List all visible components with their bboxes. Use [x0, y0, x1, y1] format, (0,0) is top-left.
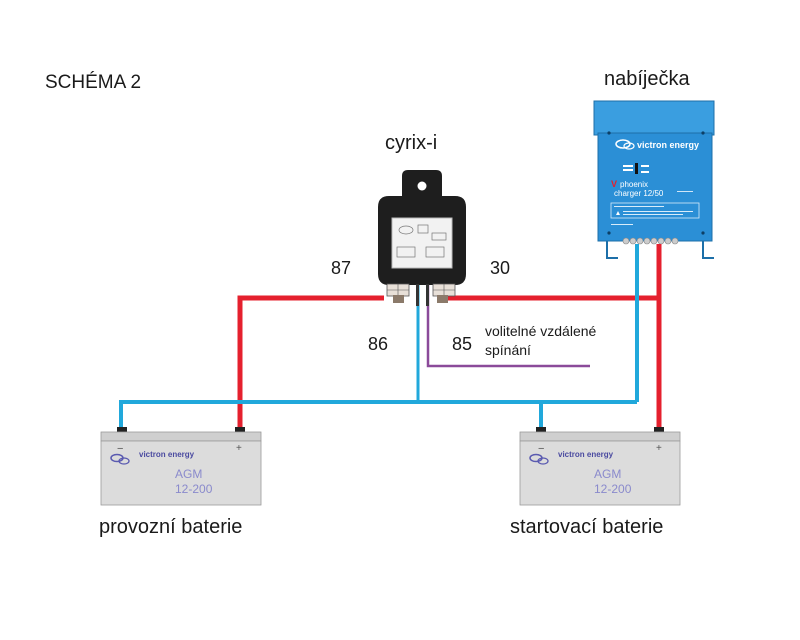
wire-87-to-house-positive: [237, 295, 384, 432]
relay-schematic-icon: [398, 225, 414, 235]
start-battery: − + victron energy AGM 12-200: [519, 427, 681, 506]
battery-type: AGM: [175, 467, 202, 481]
plus-sign: +: [656, 443, 662, 454]
charger-brand: victron energy: [637, 140, 699, 150]
charger-label: nabíječka: [604, 68, 690, 90]
charger-model-line1: phoenix: [620, 180, 648, 189]
charger-screw: [701, 131, 705, 135]
victron-logo-icon: [615, 139, 635, 150]
relay-schematic-icon: [431, 232, 447, 241]
terminal-30-label: 30: [490, 258, 511, 278]
warning-icon: [616, 211, 620, 215]
relay-schematic-icon: [396, 246, 416, 258]
charger-model-line2: charger 12/50: [614, 189, 664, 198]
victron-logo-icon: [110, 453, 130, 465]
wires: [119, 244, 662, 432]
battery-rating: 12-200: [594, 482, 632, 496]
charger-body: [597, 132, 713, 242]
charger-terminal-block: [622, 237, 679, 245]
charger-screw: [701, 231, 705, 235]
charger-device: victron energy V phoenix charger 12/50: [593, 100, 715, 259]
terminal-30: [432, 283, 456, 303]
charger-warning-box: [610, 202, 700, 219]
charger-top-cover: [593, 100, 715, 136]
minus-sign: −: [117, 443, 123, 455]
battery-lid: [100, 431, 262, 442]
battery-positive-post: [654, 427, 664, 434]
minus-sign: −: [538, 443, 544, 455]
house-battery-label: provozní baterie: [99, 516, 243, 538]
terminal-87-label: 87: [331, 258, 352, 278]
charger-warning-text: [614, 206, 664, 207]
wire-85-remote: [426, 285, 590, 368]
battery-positive-post: [235, 427, 245, 434]
charger-screw: [607, 131, 611, 135]
terminal-85-lead: [426, 284, 429, 306]
battery-case: [519, 440, 681, 506]
battery-brand: victron energy: [139, 450, 195, 459]
phoenix-v-icon: V: [611, 179, 617, 189]
diagram-title: SCHÉMA 2: [45, 72, 142, 93]
relay-schematic-icon: [417, 224, 429, 234]
charger-url-text: [611, 224, 633, 225]
cyrix-relay: [378, 170, 466, 306]
terminal-86-lead: [416, 284, 419, 306]
remote-switch-note: volitelné vzdálené spínání: [485, 323, 597, 358]
relay-label: cyrix-i: [385, 132, 438, 154]
plus-sign: +: [236, 443, 242, 454]
battery-negative-post: [117, 427, 127, 434]
terminal-86-label: 86: [368, 334, 389, 354]
charger-mount-bracket: [702, 241, 714, 259]
charger-led-icon: [623, 163, 649, 174]
start-battery-label: startovací baterie: [510, 516, 664, 538]
battery-type: AGM: [594, 467, 621, 481]
wire-common-negative: [119, 400, 637, 432]
house-battery: − + victron energy AGM 12-200: [100, 427, 262, 506]
charger-screw: [607, 231, 611, 235]
charger-mount-bracket: [606, 241, 618, 259]
victron-logo-icon: [529, 453, 549, 465]
battery-case: [100, 440, 262, 506]
charger-warning-text: [623, 211, 693, 212]
battery-lid: [519, 431, 681, 442]
battery-negative-post: [536, 427, 546, 434]
relay-mount-hole: [417, 181, 427, 191]
relay-label-plate: [391, 217, 453, 269]
battery-rating: 12-200: [175, 482, 213, 496]
terminal-85-label: 85: [452, 334, 473, 354]
charger-small-text: [677, 191, 693, 192]
battery-brand: victron energy: [558, 450, 614, 459]
relay-schematic-icon: [425, 246, 445, 258]
terminal-87: [386, 283, 410, 303]
charger-warning-text: [623, 214, 683, 215]
